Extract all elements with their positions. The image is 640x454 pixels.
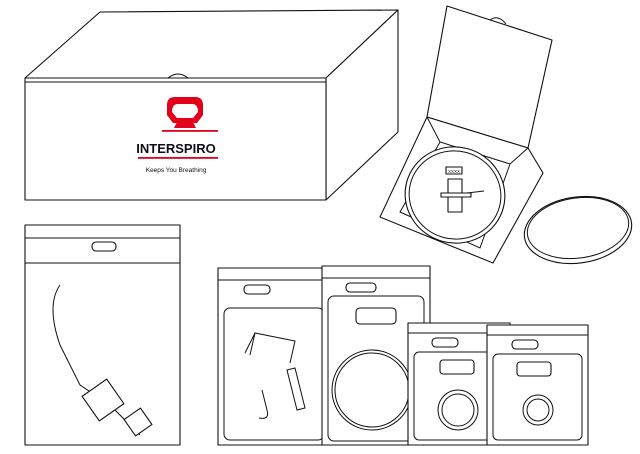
closed-box (24, 9, 399, 201)
part-label: XXXX (448, 169, 460, 174)
bag-clip-parts (217, 267, 331, 446)
logo-brand: INTERSPIRO (136, 141, 215, 156)
bag-small-ring (486, 324, 589, 446)
logo-tagline: Keeps You Breathing (146, 167, 207, 174)
open-box: XXXX (379, 5, 553, 264)
disc-lid (523, 195, 633, 265)
bag-spring-part (24, 224, 181, 446)
interspiro-logo: INTERSPIRO Keeps You Breathing (136, 97, 218, 174)
